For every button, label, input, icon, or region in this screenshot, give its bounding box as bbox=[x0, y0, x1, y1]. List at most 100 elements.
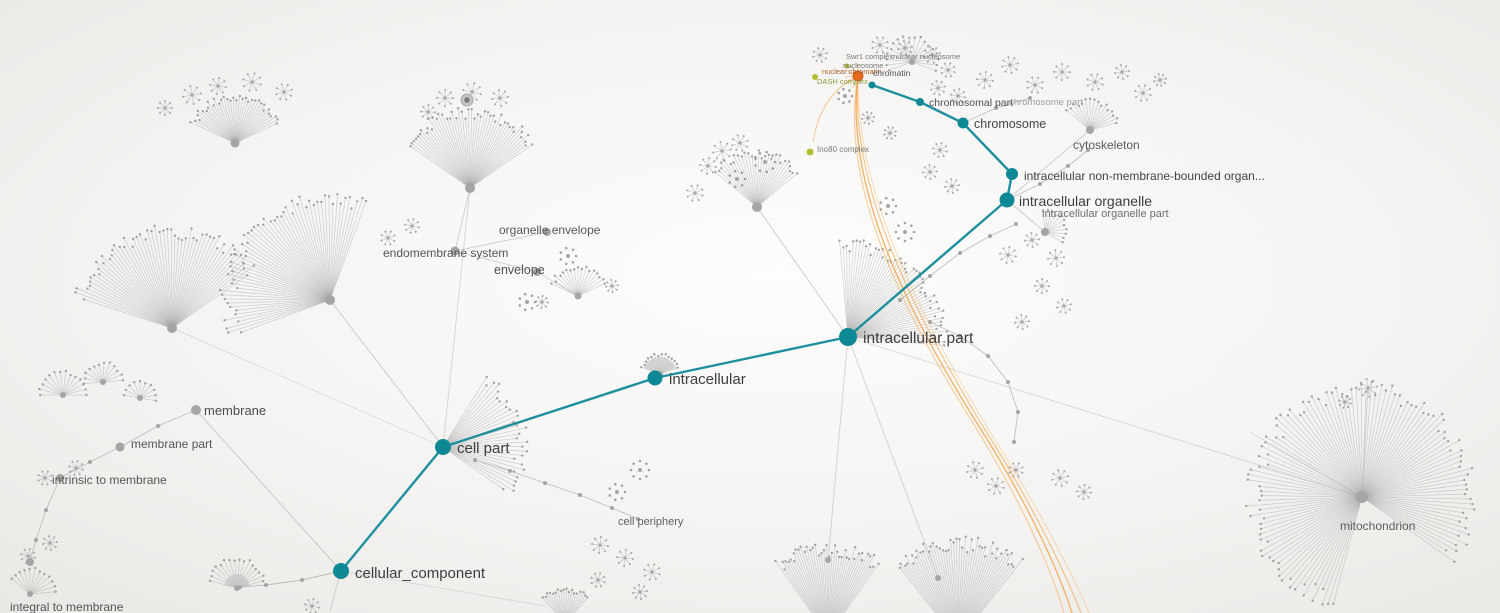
leaf-node[interactable] bbox=[356, 200, 359, 203]
leaf-node[interactable] bbox=[449, 117, 452, 120]
rosette-hub[interactable] bbox=[638, 468, 642, 472]
leaf-node[interactable] bbox=[71, 461, 74, 464]
graph-node[interactable] bbox=[56, 474, 64, 482]
leaf-node[interactable] bbox=[913, 36, 916, 39]
leaf-node[interactable] bbox=[138, 233, 142, 236]
leaf-node[interactable] bbox=[232, 252, 236, 256]
leaf-node[interactable] bbox=[840, 555, 843, 559]
burst-hub[interactable] bbox=[720, 149, 724, 153]
leaf-node[interactable] bbox=[1031, 76, 1034, 79]
rosette-cluster[interactable] bbox=[629, 459, 651, 481]
leaf-node[interactable] bbox=[470, 108, 473, 111]
leaf-node[interactable] bbox=[923, 40, 926, 44]
leaf-node[interactable] bbox=[43, 572, 46, 576]
leaf-node[interactable] bbox=[979, 72, 982, 75]
leaf-node[interactable] bbox=[903, 267, 907, 271]
leaf-node[interactable] bbox=[667, 355, 670, 359]
leaf-node[interactable] bbox=[196, 109, 199, 113]
leaf-node[interactable] bbox=[409, 231, 412, 234]
leaf-node[interactable] bbox=[479, 93, 482, 96]
leaf-node[interactable] bbox=[1279, 413, 1282, 417]
leaf-node[interactable] bbox=[1461, 511, 1465, 514]
leaf-node[interactable] bbox=[1054, 483, 1057, 486]
leaf-node[interactable] bbox=[1062, 256, 1065, 259]
term-node-chromatin-hub[interactable] bbox=[868, 81, 876, 89]
leaf-node[interactable] bbox=[1062, 223, 1066, 227]
leaf-node[interactable] bbox=[605, 539, 608, 542]
leaf-node[interactable] bbox=[951, 98, 954, 101]
leaf-node[interactable] bbox=[1258, 485, 1261, 488]
rosette-node[interactable] bbox=[574, 254, 578, 258]
burst-hub[interactable] bbox=[903, 46, 907, 50]
leaf-node[interactable] bbox=[486, 110, 490, 114]
leaf-node[interactable] bbox=[496, 390, 500, 393]
leaf-node[interactable] bbox=[418, 132, 422, 136]
rosette-cluster[interactable] bbox=[518, 292, 537, 312]
leaf-node[interactable] bbox=[805, 545, 808, 548]
leaf-node[interactable] bbox=[427, 104, 430, 107]
leaf-node[interactable] bbox=[508, 125, 511, 129]
leaf-node[interactable] bbox=[1259, 522, 1262, 526]
chain-node[interactable] bbox=[636, 517, 640, 521]
leaf-node[interactable] bbox=[14, 574, 17, 577]
leaf-node[interactable] bbox=[1257, 454, 1261, 458]
leaf-node[interactable] bbox=[742, 134, 745, 137]
leaf-node[interactable] bbox=[222, 558, 226, 562]
chain-node[interactable] bbox=[1086, 148, 1090, 152]
leaf-node[interactable] bbox=[701, 188, 704, 191]
burst-hub[interactable] bbox=[994, 484, 998, 488]
leaf-node[interactable] bbox=[1288, 408, 1291, 411]
leaf-node[interactable] bbox=[1078, 485, 1081, 488]
leaf-node[interactable] bbox=[784, 560, 787, 563]
leaf-node[interactable] bbox=[872, 553, 876, 557]
rosette-cluster[interactable] bbox=[728, 169, 747, 189]
leaf-node[interactable] bbox=[420, 110, 423, 113]
leaf-node[interactable] bbox=[1289, 577, 1292, 581]
leaf-node[interactable] bbox=[971, 461, 974, 464]
leaf-node[interactable] bbox=[88, 284, 92, 288]
leaf-node[interactable] bbox=[905, 53, 908, 56]
leaf-node[interactable] bbox=[37, 474, 40, 477]
leaf-node[interactable] bbox=[422, 105, 425, 108]
leaf-node[interactable] bbox=[599, 572, 602, 575]
leaf-node[interactable] bbox=[82, 298, 86, 301]
leaf-node[interactable] bbox=[1030, 232, 1033, 235]
leaf-node[interactable] bbox=[450, 110, 454, 114]
leaf-node[interactable] bbox=[885, 52, 889, 55]
leaf-node[interactable] bbox=[1139, 99, 1142, 102]
fan-cluster[interactable] bbox=[38, 369, 88, 398]
leaf-node[interactable] bbox=[305, 608, 308, 611]
leaf-node[interactable] bbox=[941, 316, 944, 320]
leaf-node[interactable] bbox=[1101, 83, 1104, 86]
leaf-node[interactable] bbox=[845, 556, 849, 559]
leaf-node[interactable] bbox=[1302, 594, 1305, 597]
leaf-node[interactable] bbox=[861, 117, 864, 120]
chain-node[interactable] bbox=[928, 274, 932, 278]
leaf-node[interactable] bbox=[483, 110, 487, 113]
leaf-node[interactable] bbox=[409, 145, 412, 148]
rosette-node[interactable] bbox=[837, 97, 840, 101]
fan-cluster[interactable] bbox=[409, 107, 534, 191]
leaf-node[interactable] bbox=[741, 149, 744, 152]
leaf-burst[interactable] bbox=[1001, 56, 1019, 74]
fan-hub-node[interactable] bbox=[60, 392, 66, 398]
leaf-node[interactable] bbox=[1262, 517, 1266, 520]
rosette-node[interactable] bbox=[733, 169, 737, 173]
leaf-node[interactable] bbox=[1054, 214, 1057, 217]
leaf-node[interactable] bbox=[154, 394, 157, 397]
leaf-node[interactable] bbox=[250, 98, 254, 102]
leaf-node[interactable] bbox=[183, 88, 186, 91]
leaf-node[interactable] bbox=[494, 120, 497, 123]
leaf-node[interactable] bbox=[229, 253, 233, 256]
leaf-node[interactable] bbox=[1258, 465, 1261, 468]
leaf-node[interactable] bbox=[675, 362, 679, 366]
leaf-node[interactable] bbox=[929, 306, 932, 310]
leaf-node[interactable] bbox=[1087, 496, 1090, 499]
selected-term-node[interactable] bbox=[852, 70, 864, 82]
leaf-node[interactable] bbox=[657, 354, 660, 358]
leaf-node[interactable] bbox=[1455, 549, 1458, 553]
leaf-node[interactable] bbox=[1000, 258, 1003, 261]
leaf-node[interactable] bbox=[957, 184, 960, 187]
leaf-node[interactable] bbox=[1410, 404, 1413, 407]
fan-cluster[interactable] bbox=[714, 149, 799, 210]
